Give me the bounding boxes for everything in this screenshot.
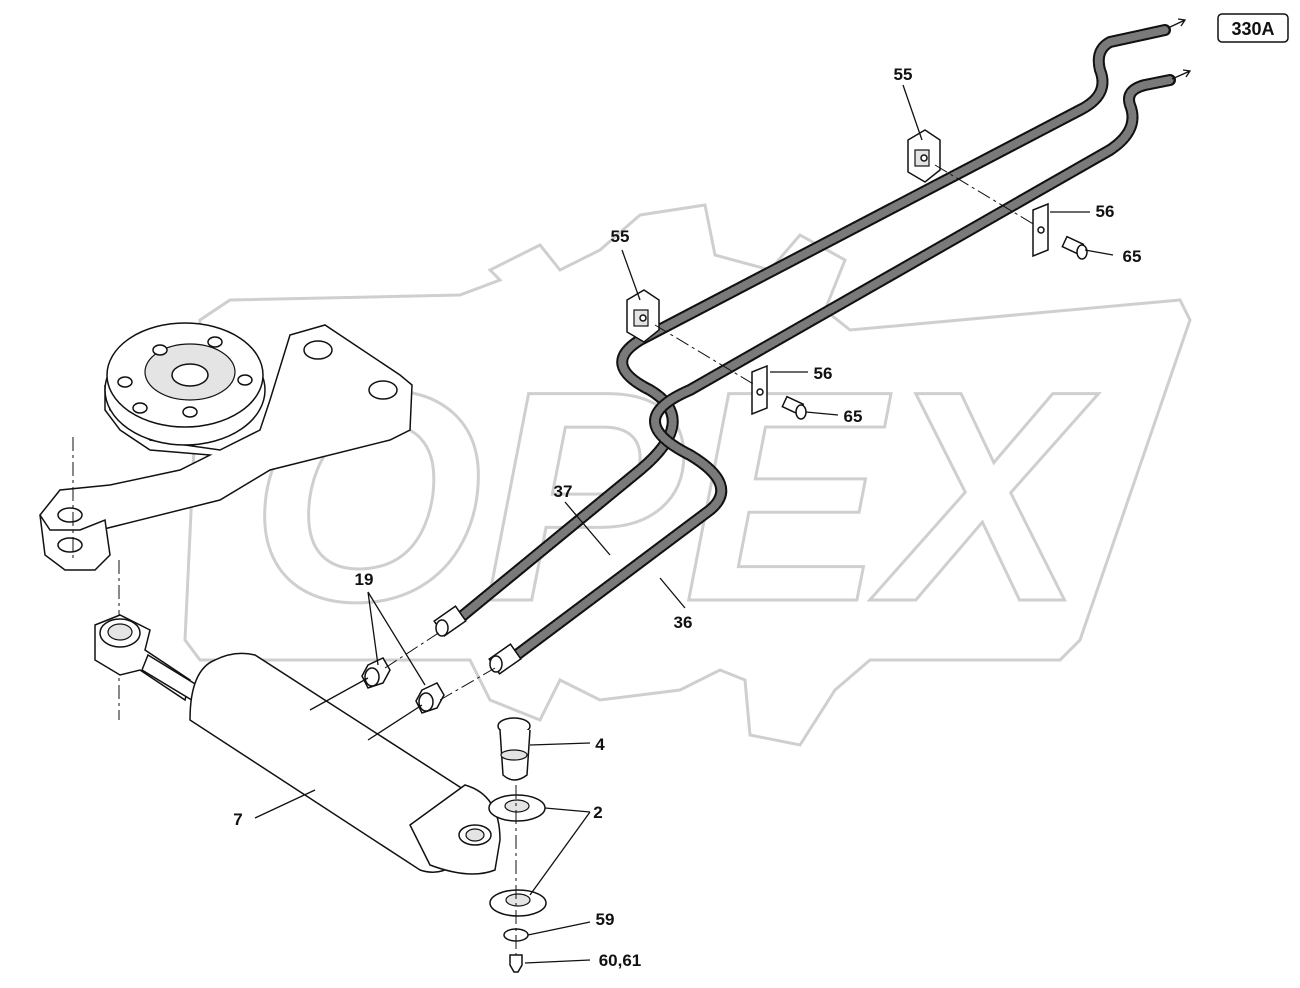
- callout-19: 19: [355, 570, 374, 589]
- sheet-reference: 330A: [1217, 13, 1289, 43]
- hose-37-fitting: [433, 605, 467, 637]
- washer-lower: [489, 889, 547, 917]
- callout-2: 2: [593, 803, 602, 822]
- hose-36-arrow-icon: [1171, 69, 1192, 80]
- callout-56-mid: 56: [814, 364, 833, 383]
- hose-37-arrow-icon: [1167, 18, 1187, 29]
- plate-top: [1032, 202, 1049, 258]
- hydraulic-cylinder: [94, 614, 501, 875]
- callout-55-mid: 55: [611, 227, 630, 246]
- callout-37: 37: [554, 482, 573, 501]
- callout-36: 36: [674, 613, 693, 632]
- callout-labels: 55 56 65 55 56 65 37 36 19 4 2 7 59 60,6…: [233, 65, 1141, 970]
- callout-4: 4: [595, 735, 605, 754]
- adapter-fitting-lower: [415, 682, 445, 714]
- callout-60-61: 60,61: [599, 951, 642, 970]
- grease-nipple: [509, 954, 523, 973]
- bolt-mid: [781, 395, 807, 420]
- sheet-reference-label: 330A: [1231, 19, 1274, 39]
- watermark: OPEX: [183, 203, 1192, 747]
- pivot-pin: [497, 717, 531, 781]
- clamp-top: [907, 129, 941, 183]
- adapter-fitting-upper: [361, 657, 391, 689]
- clamp-mid: [626, 289, 660, 343]
- callout-59: 59: [596, 910, 615, 929]
- hose-36-fitting: [488, 643, 522, 675]
- sheet-reference-box: [1217, 13, 1289, 43]
- callout-55-top: 55: [894, 65, 913, 84]
- callout-65-mid: 65: [844, 407, 863, 426]
- watermark-gear-icon: [183, 203, 1192, 747]
- plate-mid: [751, 364, 768, 416]
- hoses: [433, 18, 1192, 675]
- callout-7: 7: [233, 810, 242, 829]
- steering-arm: [39, 322, 413, 571]
- callout-65-top: 65: [1123, 247, 1142, 266]
- washer-upper: [488, 794, 546, 822]
- bolt-top: [1061, 235, 1088, 260]
- leader-lines: [254, 84, 1114, 964]
- callout-56-top: 56: [1096, 202, 1115, 221]
